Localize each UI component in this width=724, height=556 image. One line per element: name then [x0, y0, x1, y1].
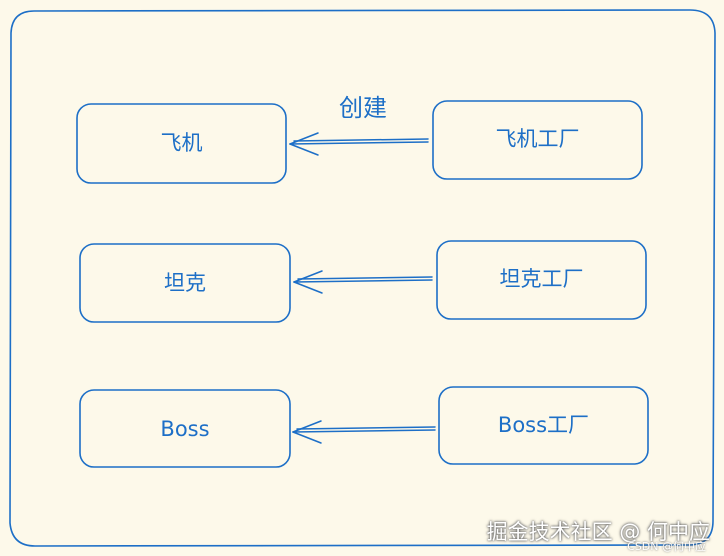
arrow-tank [293, 270, 433, 294]
factory-box-plane [432, 100, 643, 180]
arrow-boss [292, 420, 436, 444]
factory-label-plane: 飞机工厂 [495, 127, 580, 151]
product-box-boss [79, 389, 291, 468]
factory-label-boss: Boss工厂 [497, 413, 590, 437]
outer-frame [9, 9, 716, 547]
product-label-boss: Boss [160, 417, 210, 441]
create-label: 创建 [339, 94, 387, 122]
product-label-tank: 坦克 [164, 271, 206, 295]
product-box-tank [79, 243, 291, 323]
watermark-csdn: CSDN @何中应 [627, 540, 706, 553]
product-box-plane [76, 103, 287, 184]
factory-box-boss [438, 386, 649, 465]
factory-box-tank [436, 240, 647, 320]
product-label-plane: 飞机 [160, 131, 203, 155]
factory-label-tank: 坦克工厂 [499, 267, 584, 291]
watermark-juejin: 掘金技术社区 @ 何中应 [486, 520, 710, 544]
arrow-plane [289, 132, 429, 156]
